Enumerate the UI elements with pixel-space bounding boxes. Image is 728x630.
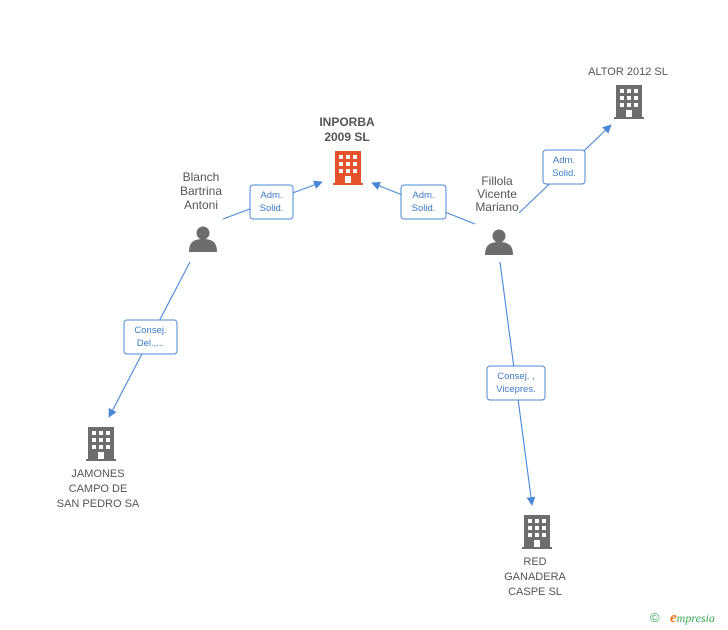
node-jamones[interactable]: JAMONES CAMPO DE SAN PEDRO SA [57, 427, 140, 510]
copyright-symbol: © [650, 610, 660, 625]
edge-label-text: Consej. [134, 325, 166, 336]
edge-label-text: Adm. [553, 155, 575, 166]
node-label: Fillola [481, 174, 513, 188]
edge-fillola-altor: Adm. Solid. [518, 124, 612, 214]
node-red[interactable]: RED GANADERA CASPE SL [504, 515, 567, 598]
edge-label-box[interactable] [542, 149, 586, 185]
edge-label-text: Del.,... [137, 338, 164, 349]
edge-label-text: Adm. [260, 190, 282, 201]
node-label: Vicente [477, 187, 517, 201]
edge-blanch-jamones: Consej. Del.,... [108, 261, 191, 418]
person-icon [189, 226, 217, 252]
building-icon [86, 427, 116, 461]
node-label: JAMONES [71, 468, 124, 480]
edge-label-box[interactable] [249, 184, 294, 220]
edge-fillola-inporba: Adm. Solid. [371, 181, 476, 225]
edge-label-text: Solid. [552, 168, 576, 179]
empresia-logo[interactable]: empresia [670, 610, 715, 627]
node-label: GANADERA [504, 571, 566, 583]
node-label: Blanch [183, 170, 220, 184]
node-altor[interactable]: ALTOR 2012 SL [588, 66, 668, 119]
edge-layer: Adm. Solid. Adm. Solid. Adm. Solid. Consej. Del… [108, 124, 612, 506]
node-label: RED [523, 556, 546, 568]
building-icon [614, 85, 644, 119]
edge-label-box[interactable] [486, 365, 546, 401]
brand-initial: e [670, 610, 677, 626]
edge-blanch-inporba: Adm. Solid. [222, 180, 323, 220]
node-label: Antoni [184, 198, 218, 212]
edge-label-text: Consej. , [497, 371, 535, 382]
edge-label-text: Vicepres. [496, 384, 535, 395]
node-label: CASPE SL [508, 586, 562, 598]
node-label: INPORBA [319, 115, 375, 129]
node-label: SAN PEDRO SA [57, 498, 140, 510]
edge-fillola-red: Consej. , Vicepres. [486, 261, 546, 506]
building-icon [333, 151, 363, 185]
building-icon [522, 515, 552, 549]
person-icon [485, 229, 513, 255]
node-label: Bartrina [180, 184, 222, 198]
node-label: ALTOR 2012 SL [588, 66, 668, 78]
node-label: 2009 SL [324, 130, 369, 144]
edge-label-text: Solid. [412, 203, 436, 214]
node-label: CAMPO DE [69, 483, 128, 495]
edge-label-box[interactable] [123, 319, 178, 355]
node-label: Mariano [475, 200, 519, 214]
edge-label-text: Adm. [412, 190, 434, 201]
edge-label-text: Solid. [260, 203, 284, 214]
brand-rest: mpresia [676, 611, 715, 625]
edge-label-box[interactable] [400, 184, 447, 220]
